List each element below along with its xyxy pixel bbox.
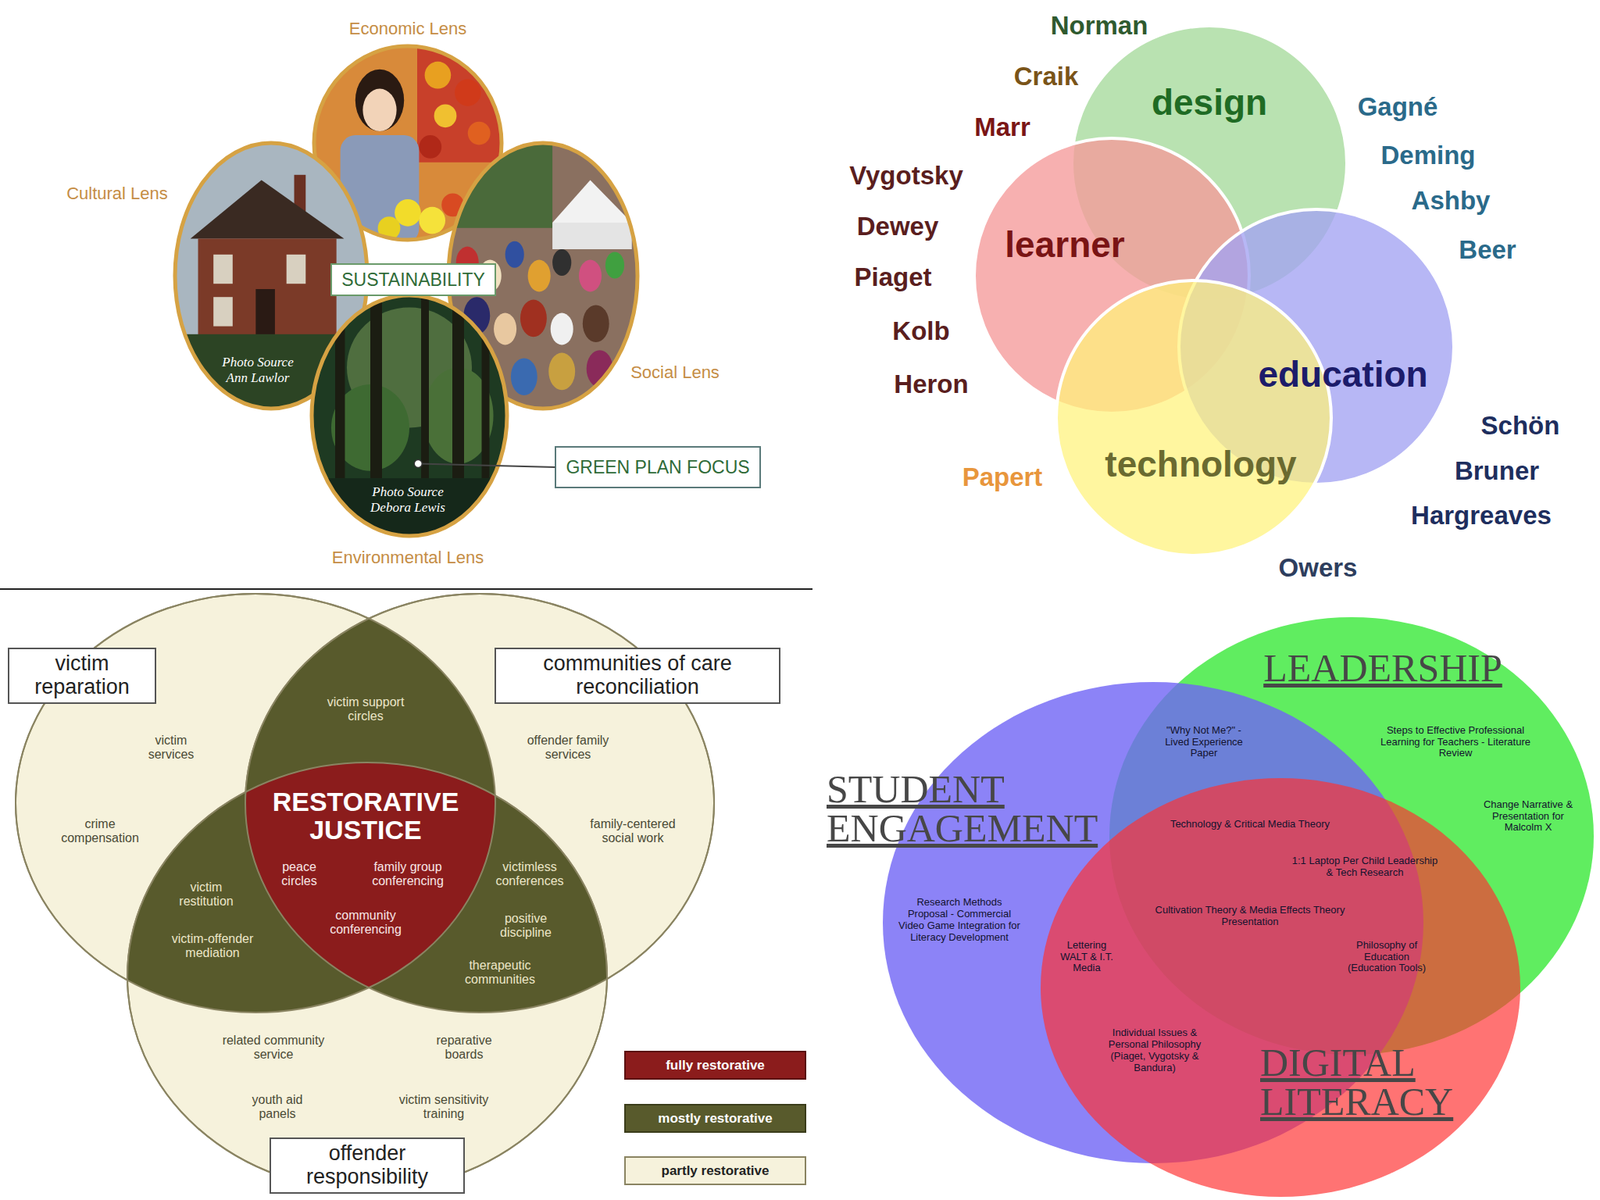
- venn-circle: DIGITAL LITERACY: [1040, 778, 1521, 1197]
- region-label: crime compensation: [57, 817, 143, 847]
- region-label: victim-offender mediation: [157, 932, 268, 961]
- node-outline: [1040, 778, 1521, 1197]
- overlap-region: [127, 762, 608, 1191]
- node-label: victim reparation: [7, 647, 157, 704]
- region-label: "Why Not Me?" - Lived Experience Paper: [1155, 725, 1254, 761]
- region-label: Individual Issues & Personal Philosophy …: [1103, 1027, 1206, 1075]
- theorist-name: Dewey: [857, 211, 940, 242]
- legend-label: mostly restorative: [657, 1110, 772, 1127]
- box-label: GREEN PLAN FOCUS: [565, 457, 750, 478]
- circle-outline: [127, 762, 608, 1191]
- leader-line: [417, 464, 555, 468]
- node-shape: [1040, 778, 1521, 1197]
- theorist-name: Craik: [1014, 61, 1079, 92]
- region-label: related community service: [214, 1033, 333, 1063]
- environmental-lens-photo: Environmental LensPhoto Source Debora Le…: [311, 295, 508, 536]
- region-label: victimless conferences: [486, 860, 573, 890]
- region-label: offender family services: [517, 733, 619, 763]
- region-label: Research Methods Proposal - Commercial V…: [896, 896, 1022, 944]
- center-region: [127, 762, 608, 1191]
- theorist-name: Heron: [893, 369, 968, 400]
- theorist-name: Gagné: [1357, 92, 1439, 122]
- node-label: STUDENT ENGAGEMENT: [826, 769, 1155, 848]
- theorist-name: Piaget: [853, 262, 932, 293]
- legend-swatch: mostly restorative: [624, 1103, 807, 1133]
- node-outline: [1056, 280, 1332, 556]
- node-label: Cultural Lens: [66, 183, 168, 204]
- node-label: design: [1151, 82, 1268, 124]
- region-label: victim services: [139, 733, 203, 763]
- node-label: Social Lens: [630, 362, 720, 383]
- region-label: Change Narrative & Presentation for Malc…: [1479, 799, 1578, 835]
- region-label: family-centered social work: [578, 817, 688, 847]
- region-label: reparative boards: [425, 1033, 504, 1063]
- node-label: learner: [1004, 224, 1125, 266]
- region-label: therapeutic communities: [453, 958, 547, 988]
- leader-dot: [414, 460, 422, 468]
- node-label: communities of care reconciliation: [494, 647, 781, 704]
- region-label: Philosophy of Education (Education Tools…: [1343, 939, 1430, 975]
- theorist-name: Beer: [1458, 235, 1516, 265]
- node-outline: [127, 762, 608, 1191]
- node-label: education: [1257, 353, 1428, 396]
- legend-swatch: partly restorative: [624, 1156, 807, 1186]
- legend-label: fully restorative: [665, 1057, 765, 1074]
- region-label: youth aid panels: [242, 1092, 313, 1122]
- legend-swatch: fully restorative: [624, 1050, 807, 1080]
- region-label: community conferencing: [314, 908, 417, 938]
- theorist-name: Bruner: [1454, 456, 1540, 486]
- theorist-name: Owers: [1278, 553, 1358, 583]
- theorist-name: Hargreaves: [1410, 500, 1552, 531]
- region-label: positive discipline: [490, 911, 561, 941]
- region-label: peace circles: [271, 860, 327, 890]
- theorist-name: Papert: [962, 462, 1043, 493]
- box-label: SUSTAINABILITY: [341, 269, 486, 290]
- node-label: Environmental Lens: [332, 547, 484, 568]
- node-shape: [1056, 280, 1332, 556]
- region-label: victim support circles: [314, 695, 417, 725]
- theorist-name: Marr: [974, 112, 1031, 143]
- theorist-name: Norman: [1050, 10, 1149, 41]
- region-label: Cultivation Theory & Media Effects Theor…: [1148, 904, 1352, 929]
- theorist-name: Vygotsky: [849, 160, 964, 191]
- title-box: SUSTAINABILITY: [330, 263, 497, 297]
- node-label: Photo Source Ann Lawlor: [214, 354, 301, 386]
- region-label: Technology & Critical Media Theory: [1148, 818, 1352, 831]
- node-shape: [311, 295, 508, 536]
- region-label: victim sensitivity training: [385, 1092, 503, 1122]
- region-label: 1:1 Laptop Per Child Leadership & Tech R…: [1290, 855, 1440, 879]
- node-label: offender responsibility: [269, 1137, 465, 1193]
- node-outline: [311, 295, 508, 536]
- venn-circle: technology: [1056, 280, 1332, 556]
- focus-box: GREEN PLAN FOCUS: [554, 446, 761, 489]
- theorist-name: Schön: [1481, 410, 1561, 441]
- theorist-name: Ashby: [1411, 185, 1491, 216]
- region-label: victim restitution: [167, 880, 246, 910]
- theorist-name: Deming: [1380, 140, 1475, 171]
- center-region: [127, 762, 608, 1191]
- overlap-region: [127, 762, 608, 1191]
- region-label: family group conferencing: [357, 860, 459, 890]
- theorist-name: Kolb: [892, 316, 950, 347]
- legend-label: partly restorative: [661, 1163, 770, 1179]
- divider-line: [0, 588, 813, 590]
- node-label: technology: [1104, 443, 1297, 486]
- region-label: RESTORATIVE JUSTICE: [240, 788, 491, 844]
- region-label: Lettering WALT & I.T. Media: [1057, 939, 1117, 975]
- node-label: Economic Lens: [349, 18, 467, 39]
- node-label: Photo Source Debora Lewis: [353, 484, 463, 515]
- node-label: LEADERSHIP: [1263, 648, 1503, 688]
- circle-outline: [15, 593, 496, 1013]
- region-label: Steps to Effective Professional Learning…: [1379, 725, 1533, 761]
- node-label: DIGITAL LITERACY: [1260, 1042, 1518, 1122]
